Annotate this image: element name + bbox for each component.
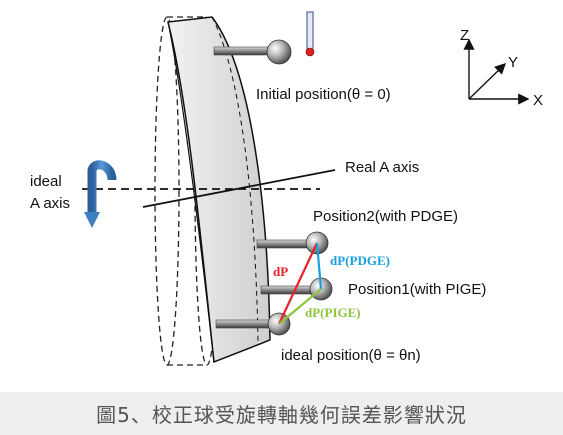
z-axis-label: Z <box>460 27 469 44</box>
dp-label: dP <box>273 264 288 279</box>
initial-position-label: Initial position(θ = 0) <box>256 86 391 103</box>
real-a-axis-line <box>142 169 336 208</box>
dp-pige-label: dP(PIGE) <box>305 305 361 320</box>
real-a-axis-label: Real A axis <box>345 159 419 176</box>
dp-vector <box>278 242 318 325</box>
coordinate-axes-icon <box>463 38 530 105</box>
y-axis-label: Y <box>508 54 518 71</box>
position2-label: Position2(with PDGE) <box>313 208 458 225</box>
x-axis-label: X <box>533 92 543 109</box>
initial-ball <box>213 39 292 65</box>
error-diagram: Z Y X Initial position(θ = 0) Real A axi… <box>30 11 543 366</box>
figure-caption: 圖5、校正球受旋轉軸幾何誤差影響狀況 <box>96 403 467 427</box>
ideal-position-label: ideal position(θ = θn) <box>281 347 421 364</box>
ideal-a-axis-label-line2: A axis <box>30 195 70 212</box>
ideal-a-axis-label-line1: ideal <box>30 173 62 190</box>
dp-pdge-label: dP(PDGE) <box>330 253 390 268</box>
rotation-arrow-icon <box>84 160 117 228</box>
caption-bar: 圖5、校正球受旋轉軸幾何誤差影響狀況 <box>0 392 563 435</box>
dp-pdge-vector <box>315 242 323 290</box>
probe-icon <box>305 11 315 57</box>
dp-pige-vector <box>278 288 322 325</box>
position1-label: Position1(with PIGE) <box>348 281 486 298</box>
